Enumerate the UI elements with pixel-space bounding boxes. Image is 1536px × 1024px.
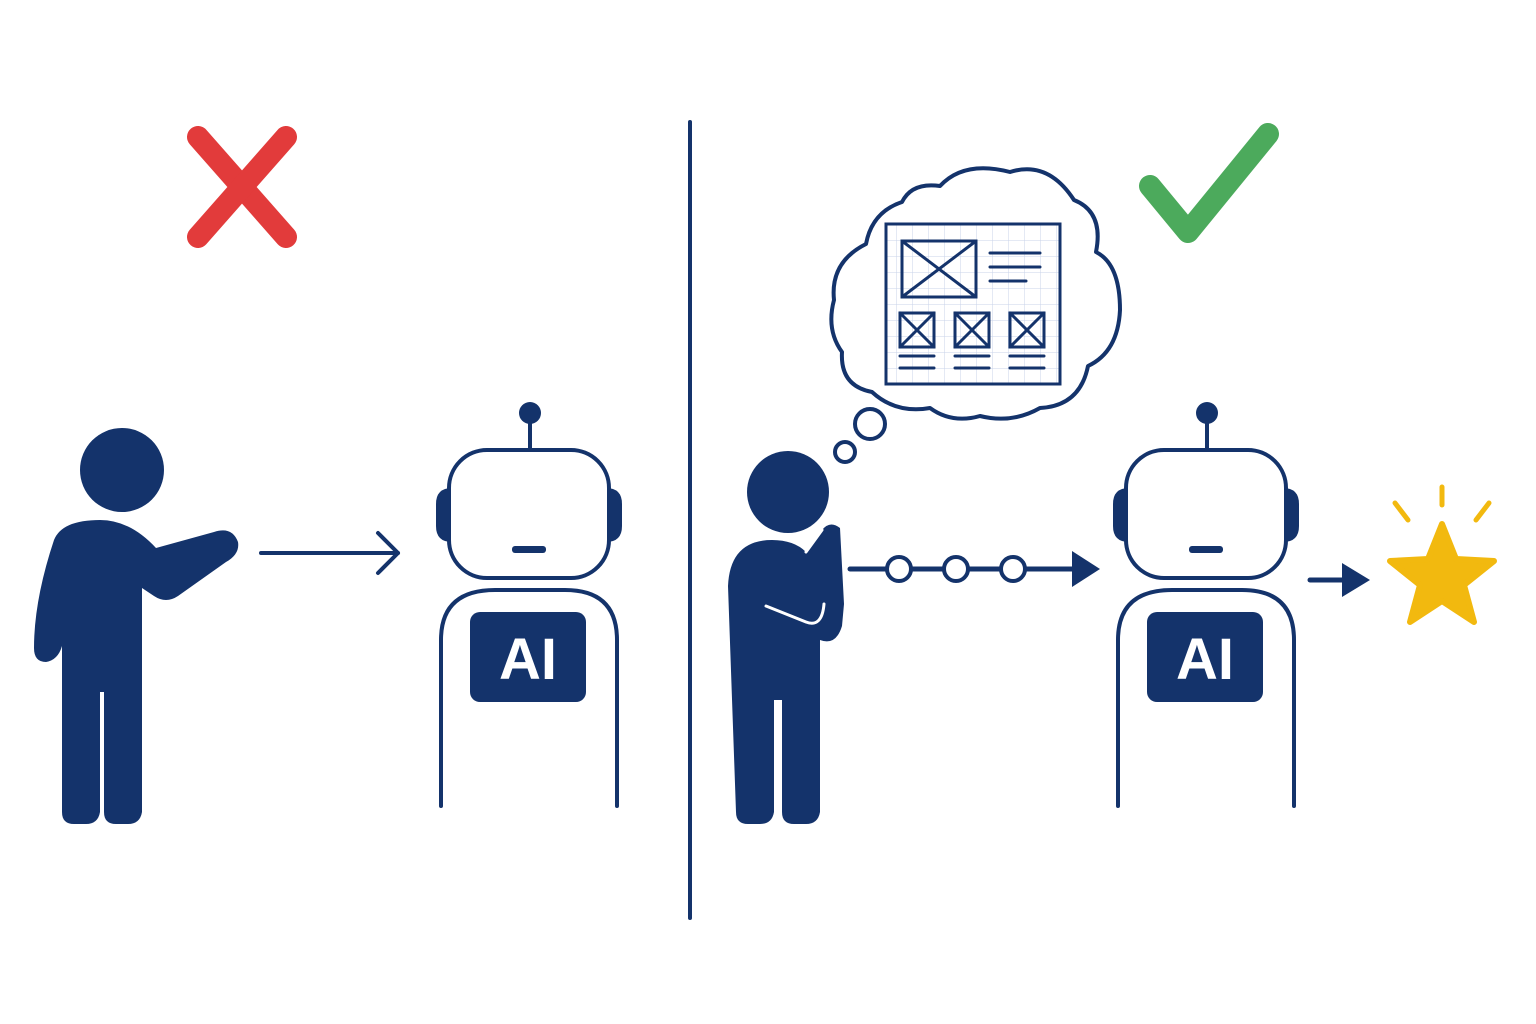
ai-badge <box>470 612 586 702</box>
person-pointing-icon <box>34 428 239 824</box>
left-panel: AI <box>34 126 622 824</box>
ai-badge-label: AI <box>499 627 557 692</box>
sparkle-lines <box>1392 484 1492 523</box>
person-thinking-icon <box>728 451 844 824</box>
wireframe-sketch <box>884 222 1062 386</box>
thumbnail-card <box>898 311 936 370</box>
check-mark-icon <box>1139 123 1279 243</box>
thought-cloud <box>829 166 1122 464</box>
cross-mark-icon <box>187 126 297 248</box>
step-node <box>999 555 1027 583</box>
result-arrow <box>1307 563 1370 597</box>
robot-icon: AI <box>1113 402 1299 808</box>
thumbnail-card <box>953 311 991 370</box>
thought-bubble-small <box>833 440 857 464</box>
step-node <box>885 555 913 583</box>
instruction-arrow <box>259 531 400 575</box>
right-panel: AI <box>728 123 1497 824</box>
process-steps-arrow <box>847 551 1100 587</box>
robot-icon: AI <box>436 402 622 808</box>
step-node <box>942 555 970 583</box>
star-icon <box>1387 484 1497 625</box>
thumbnail-card <box>1008 311 1046 370</box>
ai-badge <box>1147 612 1263 702</box>
hero-image-placeholder <box>900 239 978 299</box>
ai-badge-label: AI <box>1176 627 1234 692</box>
hero-text-lines <box>988 251 1042 283</box>
thought-bubble-large <box>853 407 887 441</box>
